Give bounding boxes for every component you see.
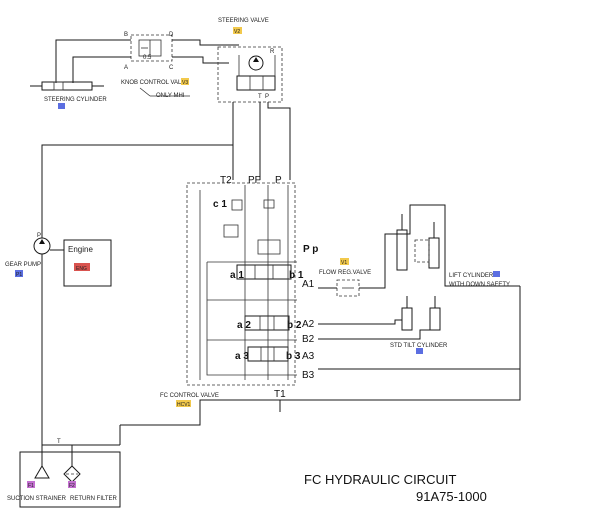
port-d-label: D (169, 32, 174, 38)
steering-valve: STEERING VALVE V2 R T P (217, 18, 283, 103)
lift-cylinder: LIFT CYLINDER WITH DOWN SAFETY (396, 214, 510, 288)
flow-reg-valve-label: FLOW REG.VALVE (319, 270, 371, 276)
return-filter-label: RETURN FILTER (70, 496, 118, 502)
port-b1-label: b 1 (289, 270, 304, 281)
suction-strainer-tag: F1 (28, 483, 34, 489)
steering-valve-tag: V2 (234, 29, 240, 35)
port-b2-label: b 2 (287, 320, 302, 331)
lift-cylinder-label: LIFT CYLINDER (449, 273, 494, 279)
knob-valve-tag: V3 (182, 80, 188, 86)
port-t1-label: T1 (274, 389, 286, 400)
fc-control-valve-tag: HCV1 (177, 402, 191, 408)
suction-strainer-label: SUCTION STRAINER (7, 496, 67, 502)
port-b3-out-label: B3 (302, 370, 315, 381)
port-t-steering-label: T (258, 94, 262, 100)
tank-port-t-label: T (57, 439, 61, 445)
port-a-label: A (124, 65, 128, 71)
engine-tag: ENG (76, 266, 87, 272)
steering-cylinder: STEERING CYLINDER (30, 81, 107, 109)
port-c1-label: c 1 (213, 199, 227, 210)
port-a1-out-label: A1 (302, 279, 315, 290)
tag-f2 (68, 481, 76, 488)
port-p-label: P (275, 175, 282, 186)
tag-v2 (233, 27, 242, 34)
gear-pump-label: GEAR PUMP (5, 262, 41, 268)
knob-valve-value: 0.5 (143, 55, 152, 61)
tilt-cylinder: STD TILT CYLINDER (390, 296, 448, 354)
knob-control-valve: 0.5 B D A C KNOB CONTROL VALVE V3 ONLY M… (121, 32, 190, 99)
suction-strainer: SUCTION STRAINER F1 (7, 465, 67, 502)
only-mhi-note: ONLY MHI (156, 93, 185, 99)
port-b-label: B (124, 32, 128, 38)
port-r-label: R (270, 49, 275, 55)
tag-v3 (181, 78, 189, 85)
fc-control-valve: T2 PF P c 1 P p a 1 b 1 a 2 b 2 a 3 b 3 (160, 175, 318, 408)
port-a3-label: a 3 (235, 351, 249, 362)
port-t2-label: T2 (220, 175, 232, 186)
tilt-cylinder-label: STD TILT CYLINDER (390, 343, 448, 349)
knob-control-valve-label: KNOB CONTROL VALVE (121, 80, 189, 86)
tag-v1 (340, 258, 349, 265)
hydraulic-tank: T (19, 425, 121, 508)
tag-hcv1 (176, 400, 191, 407)
return-filter: RETURN FILTER F2 (63, 465, 118, 502)
gear-pump: P GEAR PUMP P1 (5, 233, 51, 278)
tag-steering-cylinder (58, 103, 65, 109)
port-b3-label: b 3 (286, 351, 301, 362)
port-a2-out-label: A2 (302, 319, 315, 330)
gear-pump-tag: P1 (16, 272, 22, 278)
return-filter-tag: F2 (69, 483, 75, 489)
fc-control-valve-label: FC CONTROL VALVE (160, 393, 219, 399)
drawing-number: 91A75-1000 (416, 489, 487, 504)
engine: Engine ENG (63, 239, 112, 287)
tag-p1 (15, 270, 23, 277)
steering-valve-label: STEERING VALVE (218, 18, 269, 24)
lift-cylinder-label-2: WITH DOWN SAFETY (449, 282, 510, 288)
port-a3-out-label: A3 (302, 351, 315, 362)
tag-f1 (27, 481, 35, 488)
flow-reg-valve-tag: V1 (341, 260, 347, 266)
port-pp-label: P p (303, 244, 318, 255)
tag-tilt-cylinder (416, 348, 423, 354)
pump-port-p-label: P (37, 233, 41, 239)
engine-label: Engine (68, 245, 93, 254)
port-a1-label: a 1 (230, 270, 244, 281)
port-c-label: C (169, 65, 174, 71)
diagram-title: FC HYDRAULIC CIRCUIT (304, 472, 456, 487)
steering-cylinder-label: STEERING CYLINDER (44, 97, 107, 103)
port-a2-label: a 2 (237, 320, 251, 331)
flow-reg-valve: V1 FLOW REG.VALVE (319, 258, 371, 297)
port-pf-label: PF (248, 175, 261, 186)
tag-lift-cylinder (493, 271, 500, 277)
port-p-steering-label: P (265, 94, 269, 100)
tag-eng (74, 263, 90, 271)
port-b2-out-label: B2 (302, 334, 315, 345)
